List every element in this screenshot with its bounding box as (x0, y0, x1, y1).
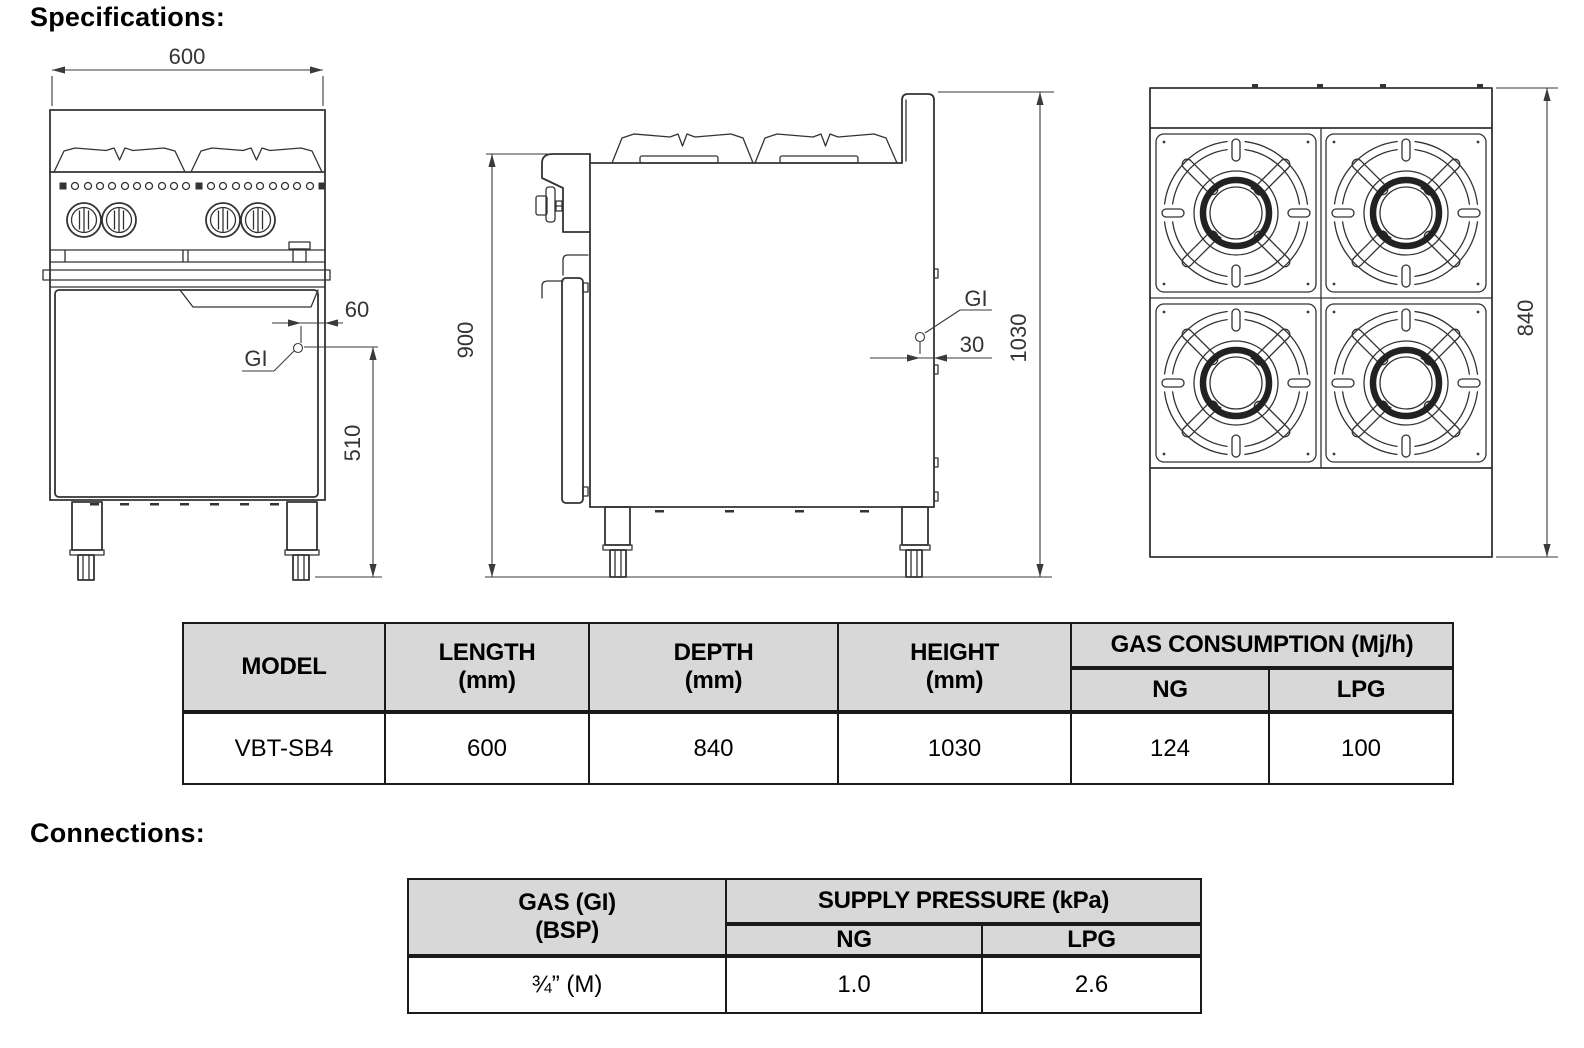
top-view-drawing: 840 (1130, 84, 1584, 595)
dimension-worktop-height: 900 (453, 154, 548, 577)
cell-gas-size: ¾” (M) (407, 955, 727, 1014)
col-header-gas-consumption: GAS CONSUMPTION (Mj/h) (1070, 622, 1454, 670)
col-header-length: LENGTH (mm) (384, 622, 590, 714)
col-header-depth-line2: (mm) (684, 667, 743, 694)
dim-840-label: 840 (1513, 300, 1538, 337)
cell-lpg-pressure: 2.6 (981, 955, 1202, 1014)
cell-height: 1030 (837, 711, 1072, 785)
burner-top-right (1332, 139, 1480, 287)
dimension-depth: 840 (1496, 88, 1558, 557)
base-vents (90, 503, 279, 506)
dimension-inlet-offset: 60 (272, 297, 369, 343)
specifications-heading: Specifications: (30, 2, 226, 32)
col-header-supply-pressure: SUPPLY PRESSURE (kPa) (725, 878, 1202, 926)
dim-900-label: 900 (453, 322, 478, 359)
side-cooker-outline (536, 94, 938, 577)
cell-model: VBT-SB4 (182, 711, 386, 785)
dim-510-label: 510 (340, 425, 365, 462)
col-header-ng: NG (1070, 667, 1270, 714)
gas-inlet-label: GI (964, 286, 987, 311)
dimension-overall-height: 1030 (938, 92, 1054, 577)
side-knob (536, 187, 563, 222)
table-row: VBT-SB4 600 840 1030 124 100 (182, 711, 1454, 785)
col-header-gas: GAS (GI) (BSP) (407, 878, 727, 958)
gas-inlet-callout: GI (242, 344, 303, 372)
col-header-model: MODEL (182, 622, 386, 714)
front-view-drawing: 600 60 GI 510 (30, 44, 430, 595)
table-row: ¾” (M) 1.0 2.6 (407, 955, 1202, 1014)
col-header-depth: DEPTH (mm) (588, 622, 839, 714)
pilot-valve (289, 242, 310, 262)
control-knobs (67, 203, 275, 237)
trivet-right (191, 148, 322, 172)
gas-inlet-label: GI (244, 346, 267, 371)
dim-30-label: 30 (960, 332, 984, 357)
burner-bottom-right (1332, 309, 1480, 457)
col-header-height-line1: HEIGHT (910, 639, 999, 667)
col-header-height-line2: (mm) (925, 667, 984, 694)
cell-ng-pressure: 1.0 (725, 955, 983, 1014)
burner-bottom-left (1162, 309, 1310, 457)
front-cooker-outline (43, 110, 330, 580)
col-header-depth-line1: DEPTH (673, 639, 754, 667)
connections-heading: Connections: (30, 818, 205, 848)
dim-1030-label: 1030 (1006, 314, 1031, 363)
dim-60-label: 60 (345, 297, 369, 322)
col-header-gas-line1: GAS (GI) (518, 889, 616, 917)
burner-top-left (1162, 139, 1310, 287)
gas-inlet-callout: GI (916, 286, 993, 342)
col-header-lpg: LPG (981, 923, 1202, 958)
cell-depth: 840 (588, 711, 839, 785)
col-header-length-line1: LENGTH (438, 639, 536, 667)
dimension-inlet-offset: 30 (870, 332, 992, 362)
col-header-ng: NG (725, 923, 983, 958)
dim-600-label: 600 (169, 44, 206, 69)
side-view-drawing: 900 (453, 40, 1060, 595)
cell-length: 600 (384, 711, 590, 785)
dimension-width: 600 (52, 44, 323, 106)
legs (70, 502, 319, 580)
trivet-rear (755, 134, 897, 163)
dimension-inlet-height: 510 (304, 347, 382, 577)
col-header-length-line2: (mm) (458, 667, 516, 694)
col-header-gas-line2: (BSP) (535, 917, 599, 944)
col-header-height: HEIGHT (mm) (837, 622, 1072, 714)
trivet-front (612, 134, 753, 163)
cabinet-door (55, 290, 318, 497)
col-header-lpg: LPG (1268, 667, 1454, 714)
connections-table: GAS (GI) (BSP) SUPPLY PRESSURE (kPa) NG … (407, 878, 1202, 1014)
cell-lpg: 100 (1268, 711, 1454, 785)
cell-ng: 124 (1070, 711, 1270, 785)
legs (603, 507, 930, 577)
specifications-table: MODEL LENGTH (mm) DEPTH (mm) HEIGHT (mm)… (182, 622, 1454, 785)
plan-cooker-outline (1150, 84, 1492, 557)
trivet-left (54, 148, 185, 172)
vent-holes (59, 183, 326, 190)
